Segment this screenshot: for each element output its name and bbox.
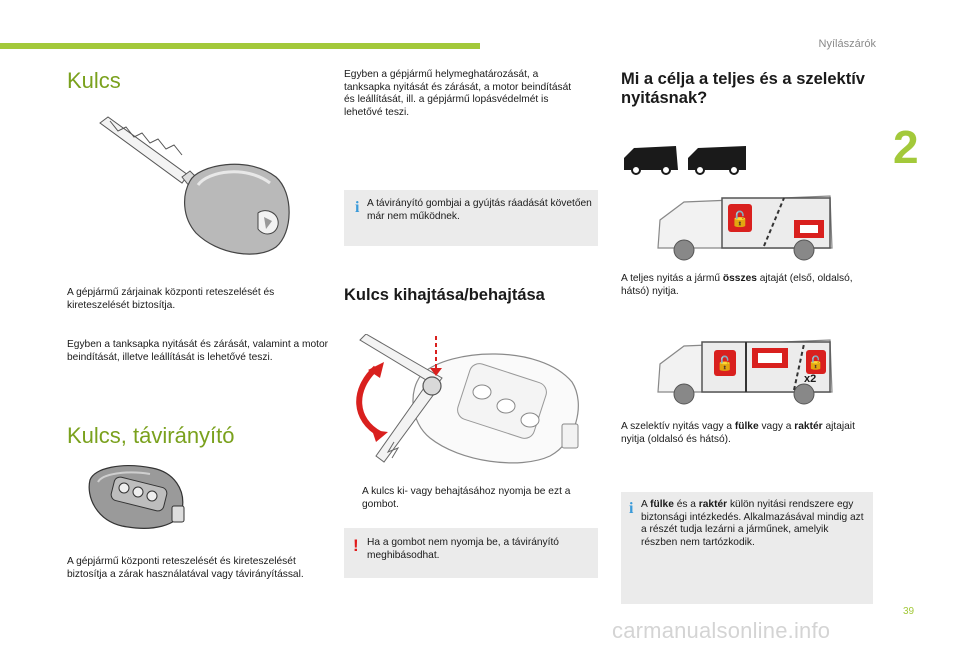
chapter-number: 2 bbox=[893, 121, 919, 173]
paragraph-full-opening: A teljes nyitás a jármű összes ajtaját (… bbox=[621, 273, 871, 298]
x2-label: x2 bbox=[804, 373, 816, 385]
sel-text-e: ajtajait nyitja (oldalsó és hátsó). bbox=[621, 421, 855, 445]
warning-icon: ! bbox=[353, 536, 359, 555]
key-fold-illustration bbox=[356, 334, 579, 464]
warning-text: Ha a gombot nem nyomja be, a távirányító… bbox=[367, 537, 559, 561]
watermark[interactable]: carmanualsonline.info bbox=[612, 618, 831, 643]
svg-text:🔓: 🔓 bbox=[716, 355, 733, 372]
full-text-bold: összes bbox=[722, 273, 757, 284]
svg-text:🔓: 🔓 bbox=[731, 210, 750, 228]
page-number: 39 bbox=[903, 606, 915, 617]
heading-kulcs: Kulcs bbox=[67, 68, 121, 93]
paragraph-remote: A gépjármű központi reteszelését és kire… bbox=[67, 556, 304, 580]
header-accent-bar bbox=[0, 43, 480, 49]
paragraph-selective-opening: A szelektív nyitás vagy a fülke vagy a r… bbox=[621, 421, 871, 446]
info-icon: i bbox=[629, 500, 634, 517]
sel-text-c: vagy a bbox=[758, 421, 795, 432]
info-selective-text: A fülke és a raktér külön nyitási rendsz… bbox=[641, 499, 867, 550]
info-text-a: A bbox=[641, 499, 651, 510]
info-icon: i bbox=[355, 199, 360, 216]
paragraph-location: Egyben a gépjármű helymeghatározását, a … bbox=[344, 69, 572, 119]
sel-text-a: A szelektív nyitás vagy a bbox=[621, 421, 735, 432]
sel-text-cargo: raktér bbox=[794, 421, 823, 432]
full-text-a: A teljes nyitás a jármű bbox=[621, 273, 723, 284]
warning-note: ! Ha a gombot nem nyomja be, a távirányí… bbox=[344, 528, 598, 578]
heading-opening-purpose: Mi a célja a teljes és a szelektív nyitá… bbox=[621, 70, 865, 107]
heading-kulcs-taviranyito: Kulcs, távirányító bbox=[67, 423, 235, 448]
sel-text-cab: fülke bbox=[734, 421, 759, 432]
info-text-cargo: raktér bbox=[698, 499, 728, 510]
info-text-c: és a bbox=[673, 499, 699, 510]
step-text: A kulcs ki- vagy behajtásához nyomja be … bbox=[362, 486, 571, 510]
info-note-selective: i A fülke és a raktér külön nyitási rend… bbox=[621, 492, 873, 604]
full-text-c: ajtaját (első, oldalsó, hátsó) nyitja. bbox=[621, 273, 853, 297]
section-title: Nyílászárók bbox=[818, 38, 876, 50]
paragraph-fuel-cap: Egyben a tanksapka nyitását és zárását, … bbox=[67, 339, 329, 363]
van-full-opening-illustration: 🔓 bbox=[657, 195, 833, 261]
info-note-ignition: i A távirányító gombjai a gyújtás ráadás… bbox=[344, 190, 598, 246]
info-text-e: külön nyitási rendszere egy biztonsági i… bbox=[641, 499, 864, 549]
key-illustration bbox=[99, 116, 290, 255]
van-selective-opening-illustration: 🔓 🔓 x2 bbox=[657, 339, 833, 405]
remote-key-illustration bbox=[88, 465, 185, 529]
heading-key-fold: Kulcs kihajtása/behajtása bbox=[344, 286, 545, 304]
info-note-text: A távirányító gombjai a gyújtás ráadását… bbox=[367, 198, 592, 222]
paragraph-locking: A gépjármű zárjainak központi reteszelés… bbox=[67, 287, 275, 311]
van-silhouettes bbox=[624, 146, 746, 175]
svg-text:🔓: 🔓 bbox=[808, 355, 824, 371]
info-text-cab: fülke bbox=[650, 499, 674, 510]
